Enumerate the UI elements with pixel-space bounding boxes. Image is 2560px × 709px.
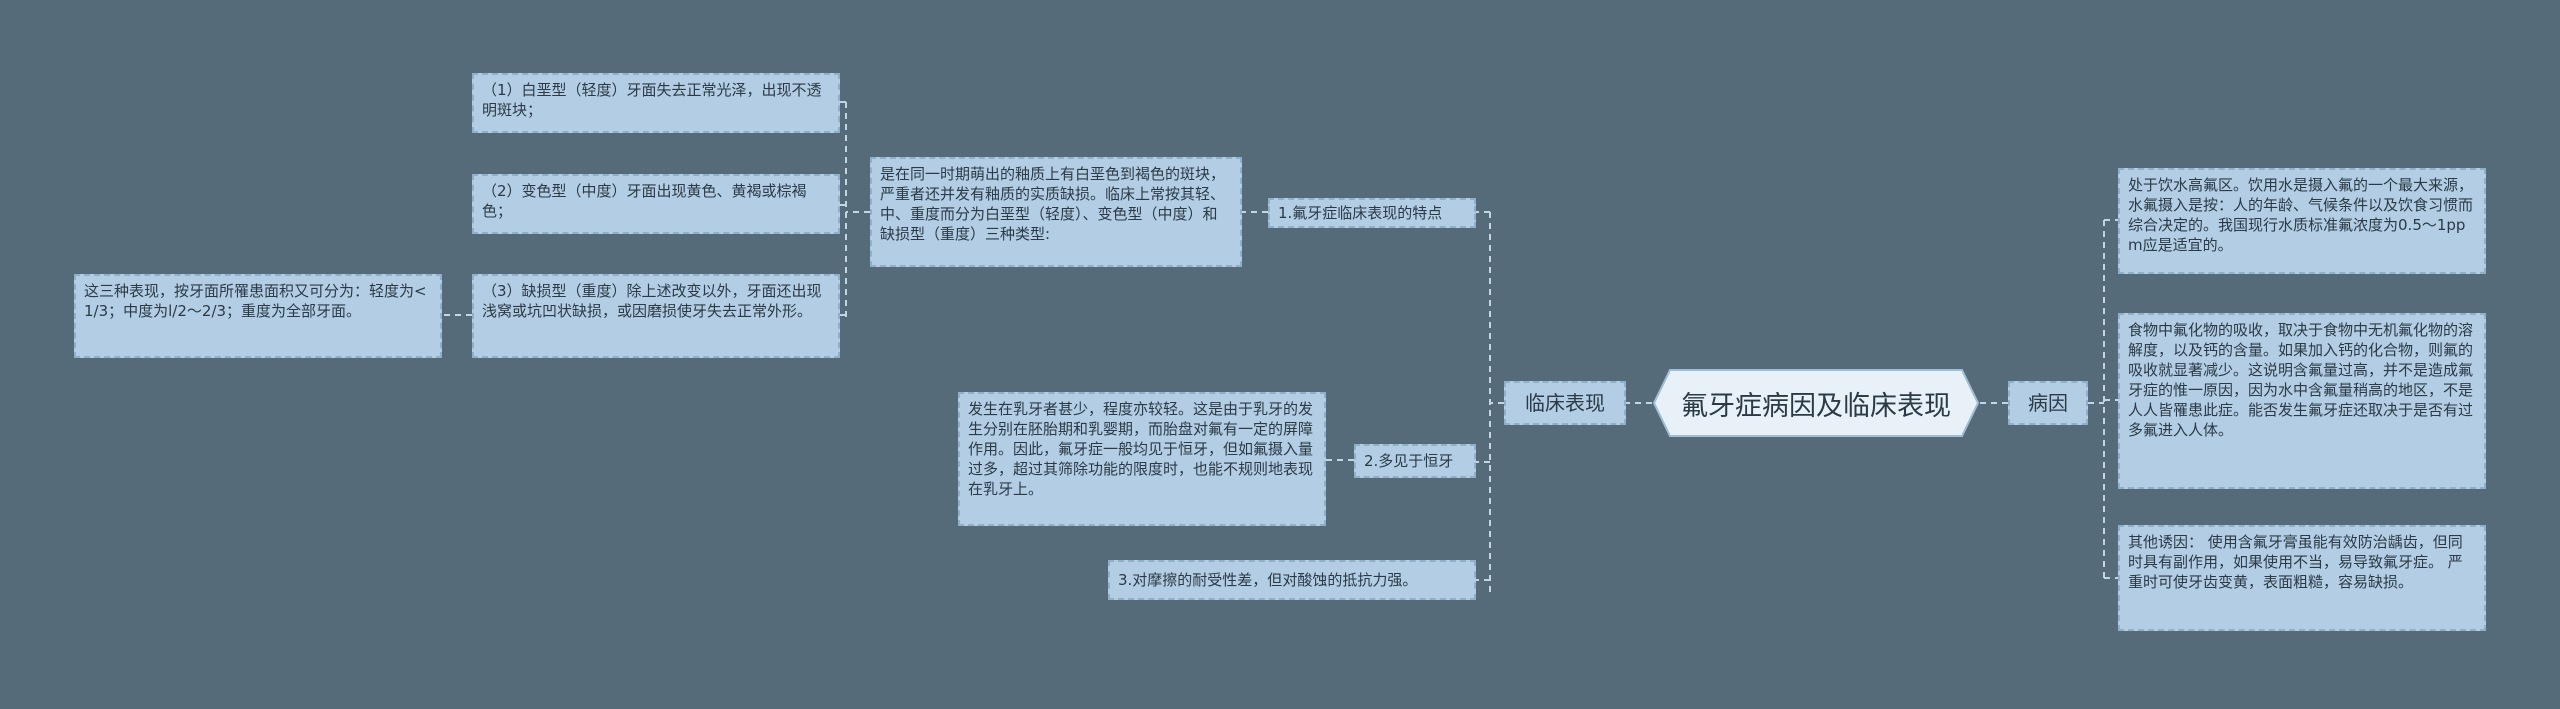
connector-detail-types [845, 102, 870, 320]
branch-cause-label: 病因 [2028, 391, 2068, 415]
connector-right-trunk [2088, 220, 2105, 578]
root-shape [1652, 369, 1980, 437]
permanent-teeth-label: 2.多见于恒牙 [1364, 452, 1454, 470]
cause-food-node[interactable]: 食物中氟化物的吸收，取决于食物中无机氟化物的溶解度，以及钙的含量。如果加入钙的化… [2118, 313, 2486, 489]
permanent-teeth-detail[interactable]: 发生在乳牙者甚少，程度亦较轻。这是由于乳牙的发生分别在胚胎期和乳婴期，而胎盘对氟… [958, 392, 1326, 526]
connector-left-trunk [1489, 212, 1504, 593]
clinical-feature-detail-text: 是在同一时期萌出的釉质上有白垩色到褐色的斑块，严重者还并发有釉质的实质缺损。临床… [880, 165, 1226, 243]
type-chalky-text: （1）白垩型（轻度）牙面失去正常光泽，出现不透明斑块； [482, 81, 822, 119]
type-discolored-node[interactable]: （2）变色型（中度）牙面出现黄色、黄褐或棕褐色； [472, 174, 840, 234]
type-defect-text: （3）缺损型（重度）除上述改变以外，牙面还出现浅窝或坑凹状缺损，或因磨损使牙失去… [482, 282, 822, 320]
permanent-teeth-detail-text: 发生在乳牙者甚少，程度亦较轻。这是由于乳牙的发生分别在胚胎期和乳婴期，而胎盘对氟… [968, 400, 1314, 498]
cause-water-text: 处于饮水高氟区。饮用水是摄入氟的一个最大来源，水氟摄入是按：人的年龄、气候条件以… [2128, 176, 2474, 254]
type-defect-node[interactable]: （3）缺损型（重度）除上述改变以外，牙面还出现浅窝或坑凹状缺损，或因磨损使牙失去… [472, 274, 840, 358]
cause-food-text: 食物中氟化物的吸收，取决于食物中无机氟化物的溶解度，以及钙的含量。如果加入钙的化… [2128, 321, 2474, 439]
cause-other-node[interactable]: 其他诱因： 使用含氟牙膏虽能有效防治龋齿，但同时具有副作用，如果使用不当，易导致… [2118, 525, 2486, 631]
clinical-feature-node[interactable]: 1.氟牙症临床表现的特点 [1268, 198, 1476, 228]
friction-tolerance-node[interactable]: 3.对摩擦的耐受性差，但对酸蚀的抵抗力强。 [1108, 560, 1476, 600]
branch-cause[interactable]: 病因 [2008, 381, 2088, 425]
type-discolored-text: （2）变色型（中度）牙面出现黄色、黄褐或棕褐色； [482, 182, 807, 220]
branch-clinical-label: 临床表现 [1525, 391, 1605, 415]
area-note-node[interactable]: 这三种表现，按牙面所罹患面积又可分为：轻度为<1/3；中度为l/2～2/3；重度… [74, 274, 442, 358]
root-label: 氟牙症病因及临床表现 [1681, 390, 1951, 422]
clinical-feature-label: 1.氟牙症临床表现的特点 [1278, 204, 1443, 222]
branch-clinical[interactable]: 临床表现 [1504, 381, 1626, 425]
area-note-text: 这三种表现，按牙面所罹患面积又可分为：轻度为<1/3；中度为l/2～2/3；重度… [84, 282, 427, 320]
root-node[interactable]: 氟牙症病因及临床表现 [1652, 368, 1980, 438]
friction-tolerance-label: 3.对摩擦的耐受性差，但对酸蚀的抵抗力强。 [1118, 571, 1418, 589]
cause-water-node[interactable]: 处于饮水高氟区。饮用水是摄入氟的一个最大来源，水氟摄入是按：人的年龄、气候条件以… [2118, 168, 2486, 274]
type-chalky-node[interactable]: （1）白垩型（轻度）牙面失去正常光泽，出现不透明斑块； [472, 73, 840, 133]
cause-other-text: 其他诱因： 使用含氟牙膏虽能有效防治龋齿，但同时具有副作用，如果使用不当，易导致… [2128, 533, 2463, 591]
permanent-teeth-node[interactable]: 2.多见于恒牙 [1354, 444, 1476, 478]
clinical-feature-detail[interactable]: 是在同一时期萌出的釉质上有白垩色到褐色的斑块，严重者还并发有釉质的实质缺损。临床… [870, 157, 1242, 267]
